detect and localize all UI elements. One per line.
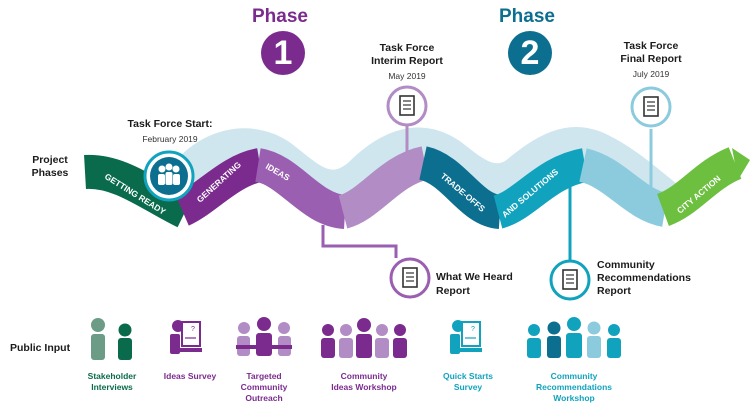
input-caption-ideas-survey: Ideas Survey bbox=[163, 371, 217, 381]
wave-ideas bbox=[253, 148, 348, 229]
wave-solutions bbox=[492, 148, 589, 229]
final-title-2: Final Report bbox=[620, 53, 682, 65]
document-icon bbox=[386, 85, 428, 127]
wave-tradeoffs bbox=[417, 146, 503, 229]
crowd-icon bbox=[321, 318, 407, 358]
phase-2-word: Phase bbox=[499, 6, 555, 27]
wave-getting-ready bbox=[84, 154, 193, 228]
group-table-icon bbox=[236, 317, 292, 356]
heard-title-1: What We Heard bbox=[436, 271, 513, 283]
wave-generating bbox=[174, 148, 265, 226]
recs-title-3: Report bbox=[597, 285, 631, 297]
phase-1-number: 1 bbox=[261, 31, 305, 75]
people-icon bbox=[158, 163, 180, 185]
project-phases-label: Project Phases bbox=[31, 154, 69, 179]
connector-heard bbox=[321, 225, 398, 258]
crowd-icon bbox=[527, 317, 621, 358]
interim-title-2: Interim Report bbox=[371, 55, 443, 67]
people-icon bbox=[91, 318, 132, 360]
wave-ideas-light bbox=[337, 146, 430, 229]
start-date: February 2019 bbox=[142, 134, 198, 144]
public-input-label: Public Input bbox=[10, 342, 71, 354]
document-icon bbox=[630, 86, 672, 128]
wave-solutions-light bbox=[578, 148, 670, 227]
final-title-1: Task Force bbox=[623, 40, 679, 52]
start-title: Task Force Start: bbox=[127, 118, 213, 130]
document-icon bbox=[389, 257, 431, 299]
recs-title-1: Community bbox=[597, 259, 655, 271]
interim-date: May 2019 bbox=[388, 71, 426, 81]
svg-text:?: ? bbox=[191, 326, 195, 333]
document-icon bbox=[549, 259, 591, 301]
city-action-arrowhead bbox=[732, 148, 750, 180]
svg-text:?: ? bbox=[471, 326, 475, 333]
recs-title-2: Recommendations bbox=[597, 272, 691, 284]
final-date: July 2019 bbox=[632, 69, 670, 79]
phase-1-word: Phase bbox=[252, 6, 308, 27]
heard-title-2: Report bbox=[436, 285, 470, 297]
phase-2-number: 2 bbox=[508, 31, 552, 75]
wave-city-action bbox=[656, 147, 743, 226]
interim-title-1: Task Force bbox=[379, 42, 435, 54]
survey-icon: ? bbox=[170, 320, 202, 354]
survey-icon: ? bbox=[450, 320, 482, 354]
